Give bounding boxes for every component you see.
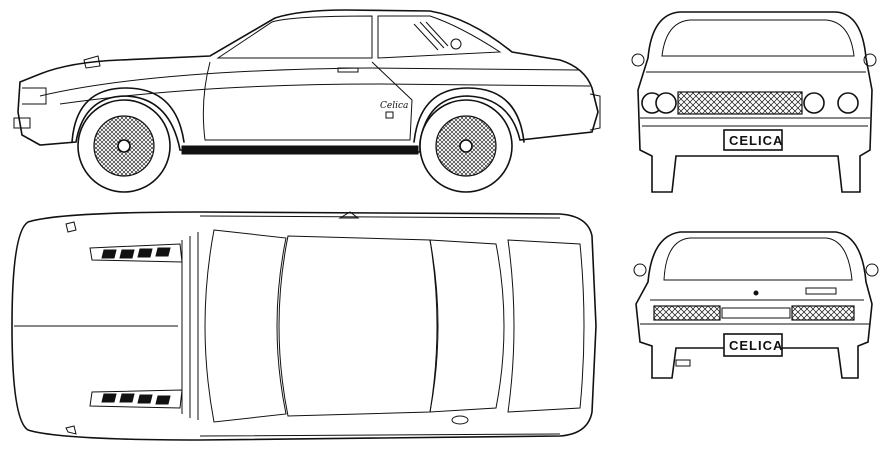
rear-view: CELICA: [633, 231, 879, 379]
top-trunk-lid: [507, 239, 585, 413]
top-antenna: [338, 211, 360, 219]
top-cowl: [181, 232, 199, 420]
front-windshield: [661, 19, 855, 57]
front-plate-text: CELICA: [729, 133, 783, 148]
side-window-rear: [377, 15, 502, 59]
rear-license-plate: [723, 333, 783, 357]
side-script-badge: Celica: [380, 101, 408, 111]
rear-window: [663, 237, 853, 281]
front-view: CELICA: [631, 11, 877, 193]
side-mirror: [83, 55, 101, 69]
front-grille: [677, 91, 803, 115]
rear-mirror-left: [633, 263, 647, 277]
front-mirror-right: [863, 53, 877, 67]
side-fuel-cap: [450, 38, 462, 50]
rear-body-outline: [635, 231, 873, 379]
side-front-light: [22, 87, 47, 105]
rear-plate-text: CELICA: [729, 338, 783, 353]
top-body-sides: [199, 215, 561, 437]
front-mirror-left: [631, 53, 645, 67]
front-headlights: [641, 92, 859, 114]
side-window-front: [216, 15, 373, 59]
side-rear-arch: [413, 87, 525, 143]
side-body-outline: [17, 9, 599, 153]
rear-mirror-right: [865, 263, 879, 277]
side-rear-bumper: [589, 93, 601, 131]
side-beltline: [39, 67, 581, 97]
side-sill-stripe: [181, 145, 419, 155]
side-emblem: [385, 111, 394, 119]
top-body-outline: [11, 211, 597, 441]
top-mirrors: [65, 221, 77, 435]
rear-taillight-left: [653, 305, 721, 321]
top-windshield: [204, 229, 287, 423]
side-front-wheel: [77, 99, 171, 193]
rear-badge: [805, 287, 837, 295]
top-rear-window: [429, 239, 505, 413]
side-crease: [59, 83, 591, 105]
side-front-bumper: [13, 117, 31, 129]
front-license-plate: [723, 129, 783, 151]
rear-taillight-right: [791, 305, 855, 321]
rear-panel-center: [721, 307, 791, 319]
side-view: Celica: [13, 9, 601, 193]
side-pillar-vent: [413, 21, 449, 51]
side-rear-wheel: [419, 99, 513, 193]
side-door-line: [202, 61, 413, 141]
rear-exhaust: [675, 359, 691, 367]
side-front-arch: [71, 87, 185, 143]
top-hood-vent-lower: [89, 389, 183, 409]
top-fuel-cap: [451, 415, 469, 425]
side-door-handle: [337, 67, 359, 73]
top-view: [11, 211, 597, 441]
rear-lock: [753, 290, 759, 296]
